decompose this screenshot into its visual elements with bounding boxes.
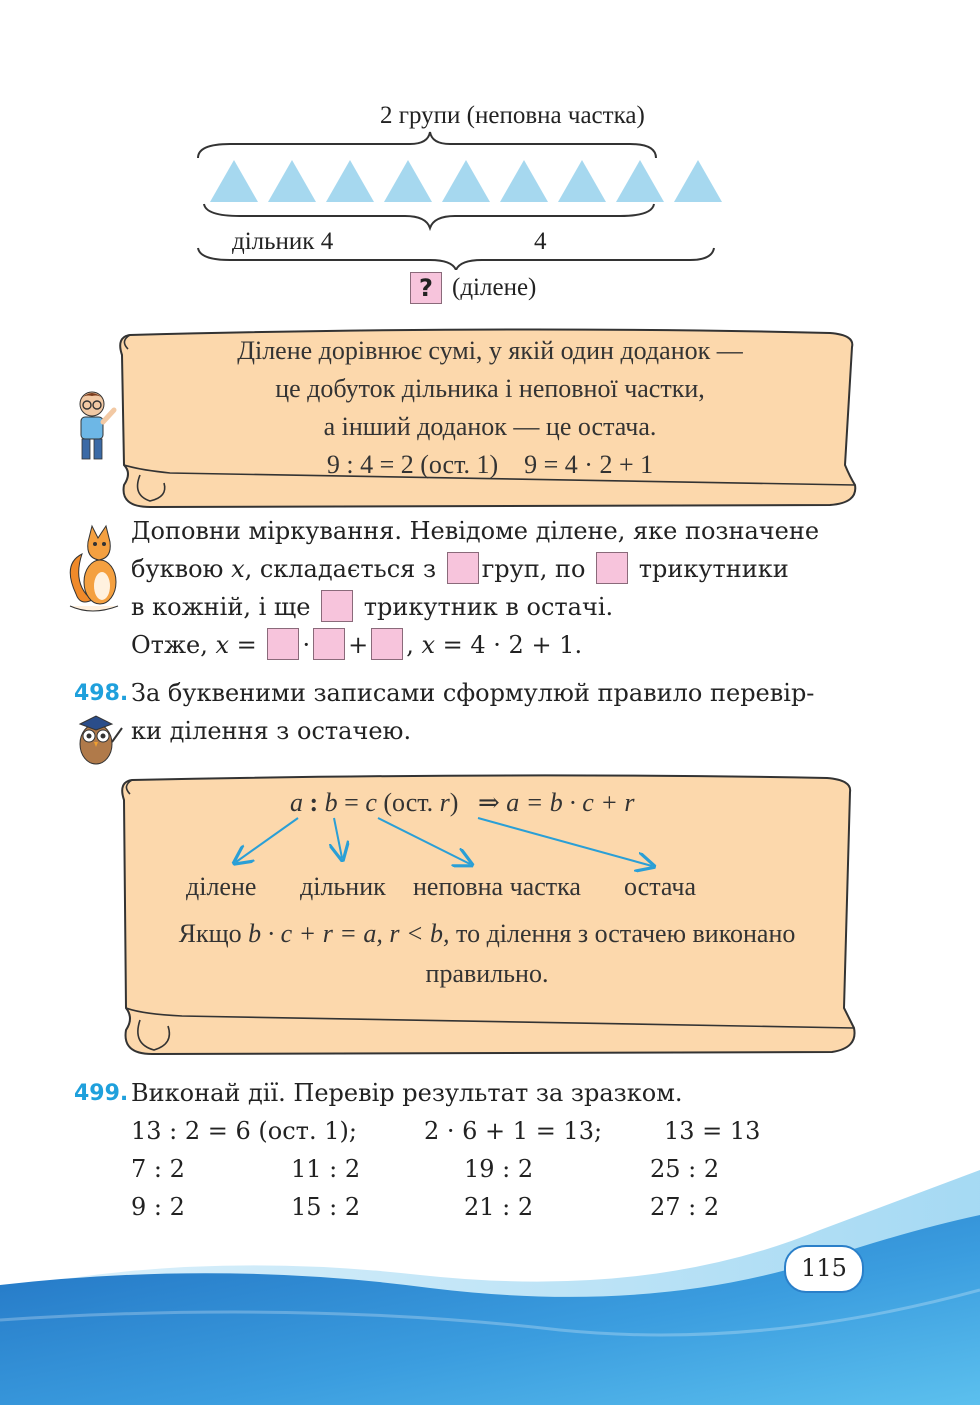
task-number-498: 498. xyxy=(74,681,129,706)
scroll-1-line-4: 9 : 4 = 2 (ост. 1) 9 = 4 · 2 + 1 xyxy=(326,450,654,479)
fox-line-3-a: в кожній, і ще xyxy=(131,593,311,621)
task-499-title: Виконай дії. Перевір результат за зразко… xyxy=(131,1079,683,1107)
fox-line-3: в кожній, і ще трикутник в остачі. xyxy=(131,588,871,626)
rule-expr: b · c + r = a, r < b, xyxy=(248,919,450,948)
answer-box-1[interactable] xyxy=(267,627,300,660)
scroll-1-line-3: а інший доданок — це остача. xyxy=(323,412,657,441)
owl-character-icon xyxy=(78,715,123,765)
example-1: 13 : 2 = 6 (ост. 1); xyxy=(131,1117,357,1145)
var-x: x xyxy=(231,555,245,583)
triangle-3 xyxy=(326,160,374,202)
formula-implies: ⇒ a = b · c + r xyxy=(477,788,635,817)
formula-r: r xyxy=(439,788,450,817)
answer-box-per-group[interactable] xyxy=(596,551,629,584)
triangle-4 xyxy=(384,160,432,202)
answer-box-groups[interactable] xyxy=(446,551,479,584)
triangle-row xyxy=(210,160,722,202)
task-498-line-1: За буквеними записами сформулюй правило … xyxy=(131,679,815,707)
top-brace xyxy=(197,131,657,159)
fox-line-2-a: буквою xyxy=(131,555,232,583)
exercise-r2c3: 21 : 2 xyxy=(464,1193,534,1221)
fox-line-2: буквою x, складається з груп, по трикутн… xyxy=(131,550,871,588)
formula-b: b xyxy=(324,788,338,817)
boy-character-icon xyxy=(79,391,117,460)
var-x: x xyxy=(215,631,230,659)
second-group-label: 4 xyxy=(534,228,547,255)
triangle-diagram xyxy=(197,131,722,270)
rule-line-1: Якщо b · c + r = a, r < b, то ділення з … xyxy=(130,914,844,954)
fox-line-2-b: , складається з xyxy=(244,555,437,583)
scroll-1-line-1: Ділене дорівнює сумі, у якій один додано… xyxy=(237,336,743,365)
exercise-r1c1: 7 : 2 xyxy=(131,1155,185,1183)
answer-box-3[interactable] xyxy=(371,627,404,660)
fox-task: Доповни міркування. Невідоме ділене, яке… xyxy=(131,512,871,664)
fox-plus: + xyxy=(348,631,369,659)
formula-colon: : xyxy=(303,788,325,817)
diagram-top-label: 2 групи (неповна частка) xyxy=(380,102,645,129)
var-x-2: x xyxy=(421,631,436,659)
fox-line-4: Отже, x = · +, x = 4 · 2 + 1. xyxy=(131,626,871,664)
question-box: ? xyxy=(410,272,442,304)
triangle-1 xyxy=(210,160,258,202)
fox-line-3-b: трикутник в остачі. xyxy=(363,593,614,621)
scroll-1-text: Ділене дорівнює сумі, у якій один додано… xyxy=(130,332,850,484)
bottom-wave-decoration xyxy=(0,1170,980,1405)
dividend-label: (ділене) xyxy=(452,274,537,301)
rule-a: Якщо xyxy=(178,919,249,948)
triangle-2 xyxy=(268,160,316,202)
scroll-2-rule: Якщо b · c + r = a, r < b, то ділення з … xyxy=(130,914,844,994)
label-dividend: ділене xyxy=(186,872,257,901)
group-braces xyxy=(203,203,655,232)
formula-rest: (ост. xyxy=(376,788,440,817)
fox-line-1: Доповни міркування. Невідоме ділене, яке… xyxy=(131,517,820,545)
fox-comma: , xyxy=(406,631,414,659)
answer-box-remainder[interactable] xyxy=(321,589,354,622)
example-3: 13 = 13 xyxy=(664,1117,761,1145)
exercise-r1c4: 25 : 2 xyxy=(650,1155,720,1183)
fox-dot: · xyxy=(302,631,311,659)
task-number-499: 499. xyxy=(74,1081,129,1106)
rule-line-2: правильно. xyxy=(425,959,549,988)
fox-eq: = xyxy=(229,631,257,659)
answer-box-2[interactable] xyxy=(313,627,346,660)
scroll-1-line-2: це добуток дільника і неповної частки, xyxy=(275,374,705,403)
triangle-7 xyxy=(558,160,606,202)
task-498-text: За буквеними записами сформулюй правило … xyxy=(131,674,871,750)
fox-line-2-c: груп, по xyxy=(481,555,586,583)
formula-close: ) xyxy=(449,788,459,817)
fox-result: = 4 · 2 + 1. xyxy=(435,631,583,659)
formula-a: a xyxy=(290,788,303,817)
exercise-r1c3: 19 : 2 xyxy=(464,1155,534,1183)
example-2: 2 · 6 + 1 = 13; xyxy=(424,1117,603,1145)
scroll-2-bg xyxy=(121,774,856,1056)
rule-b: то ділення з остачею виконано xyxy=(449,919,796,948)
exercise-r2c4: 27 : 2 xyxy=(650,1193,720,1221)
fox-character-icon xyxy=(69,524,119,612)
exercise-r1c2: 11 : 2 xyxy=(291,1155,361,1183)
scroll-1-bg xyxy=(119,328,857,509)
exercise-r2c2: 15 : 2 xyxy=(291,1193,361,1221)
formula-c: c xyxy=(365,788,377,817)
fox-line-4-a: Отже, xyxy=(131,631,216,659)
triangle-9 xyxy=(674,160,722,202)
scroll-2-formula: a : b = c (ост. r) ⇒ a = b · c + r xyxy=(290,788,635,818)
label-partial-quotient: неповна частка xyxy=(413,872,581,901)
divisor-label: дільник 4 xyxy=(232,228,334,255)
formula-eq: = xyxy=(337,788,366,817)
triangle-8 xyxy=(616,160,664,202)
page-number: 115 xyxy=(784,1245,864,1293)
triangle-5 xyxy=(442,160,490,202)
bottom-brace xyxy=(197,247,715,270)
triangle-6 xyxy=(500,160,548,202)
exercise-r2c1: 9 : 2 xyxy=(131,1193,185,1221)
fox-line-2-d: трикутники xyxy=(638,555,789,583)
label-divisor: дільник xyxy=(300,872,386,901)
task-498-line-2: ки ділення з остачею. xyxy=(131,717,412,745)
label-remainder: остача xyxy=(624,872,696,901)
